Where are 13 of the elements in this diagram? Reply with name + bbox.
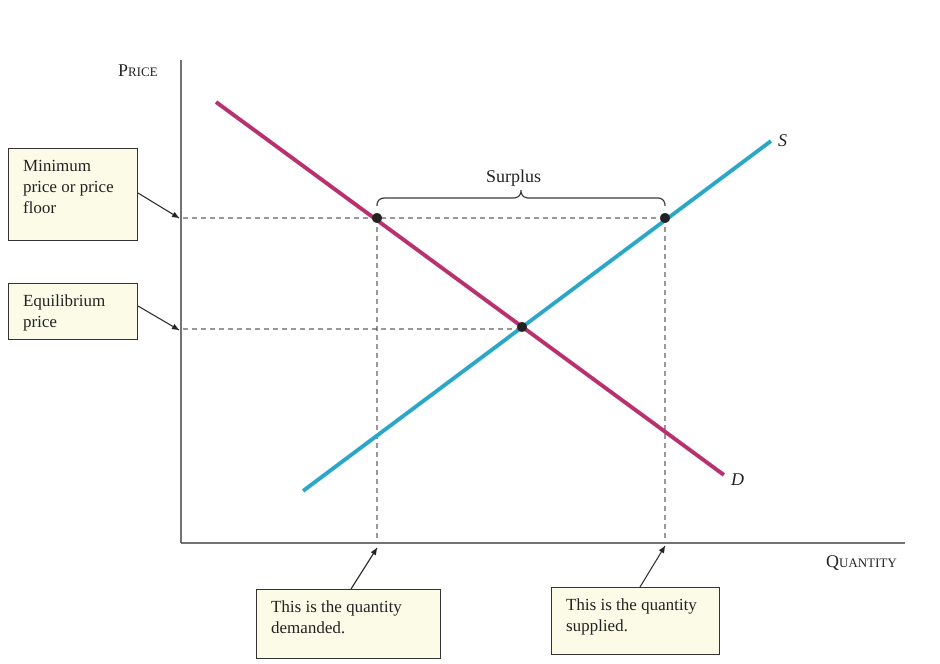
leader-arrow — [350, 548, 378, 590]
curve-label: S — [778, 130, 787, 151]
callout-box: This is the quantity demanded. — [256, 589, 441, 659]
curve-label: D — [731, 469, 744, 490]
leader-arrow — [639, 546, 666, 588]
axis-title: Price — [118, 60, 158, 81]
callout-box: Minimum price or price floor — [8, 148, 138, 241]
callout-box: This is the quantity supplied. — [551, 587, 720, 655]
leader-arrow — [138, 305, 180, 331]
leader-arrow — [138, 192, 180, 219]
callout-box: Equilibrium price — [8, 283, 138, 340]
brace-label: Surplus — [486, 166, 542, 187]
axis-title: Quantity — [826, 551, 897, 572]
